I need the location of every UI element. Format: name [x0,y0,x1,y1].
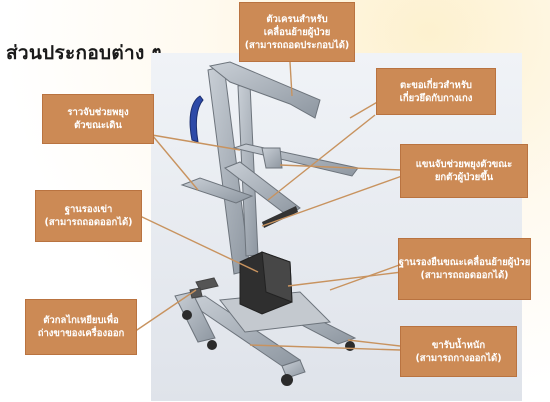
leader-lines [133,61,403,351]
page-title: ส่วนประกอบต่าง ๆ [6,42,163,64]
knee-pad [239,251,293,315]
crane-arm [208,61,321,119]
label-legs-line1: ขารับน้ำหนัก [431,339,486,351]
pedal [189,277,219,299]
label-pedal-line2: ถ่างขาของเครื่องออก [37,328,125,339]
label-standing-base-line2: (สามารถถอดออกได้) [420,270,509,281]
label-crane: ตัวเครนสำหรับ เคลื่อนย้ายผู้ป่วย (สามารถ… [239,2,355,62]
label-handrail-line1: ราวจับช่วยพยุง [67,107,129,118]
label-support-arm-line1: แขนจับช่วยพยุงตัวขณะ [415,159,513,170]
label-hook-line1: ตะขอเกี่ยวสำหรับ [400,79,472,91]
label-handrail: ราวจับช่วยพยุง ตัวขณะเดิน [42,94,154,144]
label-hook: ตะขอเกี่ยวสำหรับ เกี่ยวยึดกับกางเกง [376,68,496,115]
label-standing-base: ฐานรองยืนขณะเคลื่อนย้ายผู้ป่วย (สามารถถอ… [398,238,531,300]
label-standing-base-line1: ฐานรองยืนขณะเคลื่อนย้ายผู้ป่วย [398,257,531,268]
label-support-arm: แขนจับช่วยพยุงตัวขณะ ยกตัวผู้ป่วยขึ้น [400,144,528,198]
label-crane-line3: (สามารถถอดประกอบได้) [244,39,350,51]
label-hook-line2: เกี่ยวยึดกับกางเกง [399,92,473,104]
blue-handle [189,95,204,143]
label-knee-pad-line2: (สามารถถอดออกได้) [44,217,133,228]
support-arms [223,147,301,217]
label-support-arm-line2: ยกตัวผู้ป่วยขึ้น [434,172,494,183]
label-handrail-line2: ตัวขณะเดิน [74,120,122,131]
label-crane-line2: เคลื่อนย้ายผู้ป่วย [263,26,331,38]
label-legs: ขารับน้ำหนัก (สามารถกางออกได้) [400,326,517,377]
label-pedal: ตัวกลไกเหยียบเพื่อ ถ่างขาของเครื่องออก [25,299,137,355]
label-pedal-line1: ตัวกลไกเหยียบเพื่อ [43,315,119,326]
label-knee-pad-line1: ฐานรองเข่า [64,204,113,215]
label-legs-line2: (สามารถกางออกได้) [415,352,502,364]
label-knee-pad: ฐานรองเข่า (สามารถถอดออกได้) [35,190,142,242]
label-crane-line1: ตัวเครนสำหรับ [266,13,328,25]
